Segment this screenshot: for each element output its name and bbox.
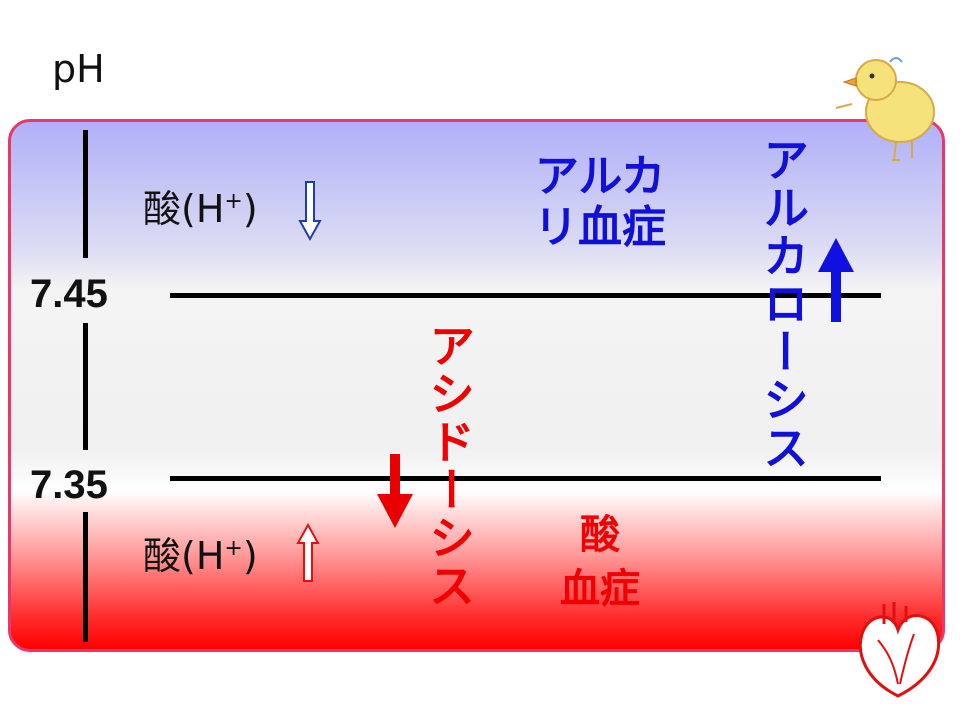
hollow-down-arrow-icon [298, 181, 322, 242]
hollow-up-arrow-icon [296, 522, 320, 582]
alkalemia-line2: リ血症 [534, 201, 666, 253]
acidemia-line1: 酸 [580, 512, 620, 558]
threshold-label-745: 7.45 [30, 272, 108, 316]
acidemia-line2: 血症 [560, 566, 640, 612]
alkalemia-line1: アルカ [534, 151, 666, 202]
threshold-line-745 [170, 293, 881, 298]
axis-segment-bottom [83, 512, 88, 642]
acid-decrease-note: 酸(H+) [143, 190, 258, 228]
threshold-line-735 [170, 476, 881, 481]
alkalemia-label: アルカ リ血症 [520, 151, 680, 253]
chick-icon [835, 57, 935, 161]
acid-note-close: ) [242, 187, 258, 231]
acid-note-plus: + [224, 536, 243, 561]
acid-increase-note: 酸(H+) [143, 537, 258, 575]
threshold-label-735: 7.35 [30, 463, 108, 507]
acid-note-text: 酸(H [143, 534, 225, 578]
solid-up-arrow-icon [818, 238, 854, 322]
alkalosis-label: アルカローシス [756, 136, 810, 472]
ph-range-panel [8, 119, 945, 652]
acid-note-text: 酸(H [143, 187, 225, 231]
acid-note-close: ) [242, 534, 258, 578]
axis-segment-top [83, 130, 88, 258]
heart-icon [858, 602, 941, 698]
acidemia-label: 酸 血症 [540, 508, 660, 616]
solid-down-arrow-icon [377, 454, 413, 528]
acidosis-label: アシドーシス [422, 322, 476, 610]
acid-note-plus: + [224, 189, 243, 214]
axis-segment-middle [83, 323, 88, 450]
axis-title: pH [52, 47, 105, 91]
